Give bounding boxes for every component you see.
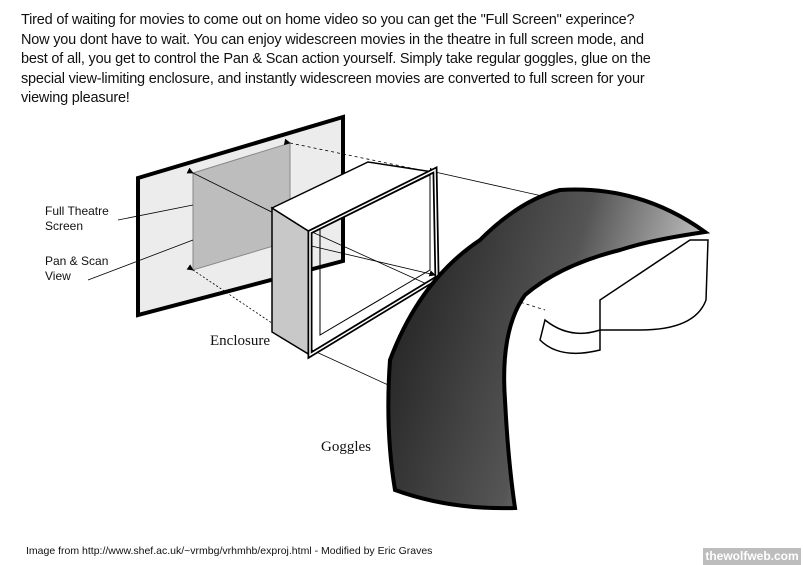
label-line: Screen xyxy=(45,219,84,233)
intro-line: Now you dont have to wait. You can enjoy… xyxy=(21,31,644,48)
intro-line: best of all, you get to control the Pan … xyxy=(21,51,651,67)
watermark: thewolfweb.com xyxy=(703,548,801,565)
label-line: Pan & Scan xyxy=(45,254,109,268)
label-line: Full Theatre xyxy=(45,204,109,218)
intro-line: Tired of waiting for movies to come out … xyxy=(21,12,635,28)
label-goggles: Goggles xyxy=(321,439,371,455)
label-pan-scan-view: Pan & Scan View xyxy=(45,254,108,284)
label-enclosure: Enclosure xyxy=(210,333,270,349)
enclosure xyxy=(270,161,440,360)
label-full-theatre-screen: Full Theatre Screen xyxy=(45,204,109,234)
intro-line: viewing pleasure! xyxy=(21,90,130,106)
goggles xyxy=(386,187,711,511)
intro-line: special view-limiting enclosure, and ins… xyxy=(21,70,645,87)
intro-text: Tired of waiting for movies to come out … xyxy=(21,11,651,109)
label-line: View xyxy=(45,269,71,283)
image-credit: Image from http://www.shef.ac.uk/~vrmbg/… xyxy=(26,545,433,557)
